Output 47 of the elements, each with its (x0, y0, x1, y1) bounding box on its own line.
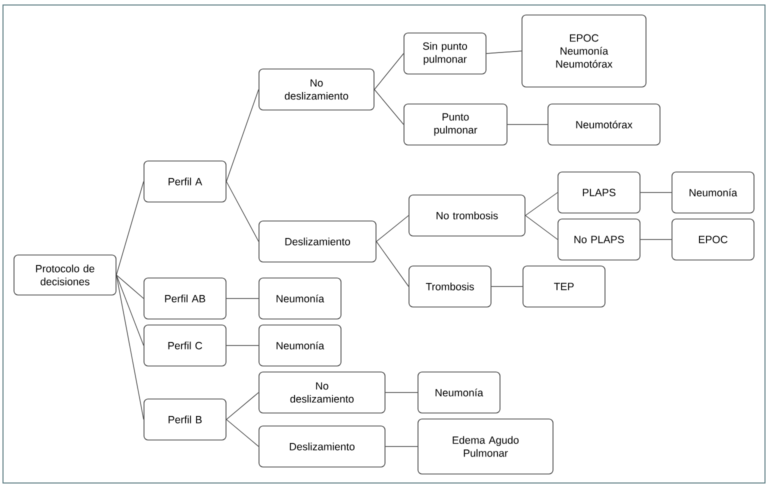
decision-box: Protocolo de decisiones (14, 254, 116, 296)
decision-box: Neumonía (672, 172, 754, 214)
connector-line (525, 215, 558, 240)
decision-box: No deslizamiento (258, 68, 374, 110)
decision-box: No PLAPS (558, 218, 640, 260)
connector-line (640, 239, 672, 240)
decision-box: Perfil AB (144, 278, 226, 320)
connector-line (640, 192, 672, 193)
decision-box: Neumonía (258, 324, 342, 366)
decision-box: Neumonía (418, 372, 500, 414)
decision-box: Neumotórax (548, 104, 660, 146)
decision-box: Deslizamiento (258, 220, 376, 262)
decision-box: Perfil B (144, 398, 226, 440)
connector-line (226, 298, 259, 299)
connector-line (491, 286, 523, 287)
decision-box: Deslizamiento (258, 426, 386, 468)
connector-line (507, 124, 548, 125)
decision-box: PLAPS (558, 172, 640, 214)
connector-line (226, 392, 259, 420)
decision-box: Edema Agudo Pulmonar (418, 418, 554, 474)
decision-box: No deslizamiento (258, 372, 386, 414)
connector-line (116, 274, 144, 420)
connector-line (226, 419, 259, 447)
decision-box: Neumonía (258, 278, 342, 320)
decision-box: Trombosis (408, 266, 492, 308)
connector-line (525, 192, 558, 216)
connector-line (385, 392, 418, 393)
connector-line (116, 274, 144, 299)
connector-line (116, 274, 144, 346)
connector-line (376, 215, 409, 242)
decision-box: Sin punto pulmonar (404, 32, 486, 74)
connector-line (116, 181, 144, 276)
connector-line (486, 50, 522, 54)
connector-line (226, 345, 259, 346)
connector-line (374, 89, 404, 125)
decision-box: EPOC Neumonía Neumotórax (522, 14, 646, 88)
connector-line (226, 89, 259, 182)
connector-line (226, 181, 259, 242)
connector-line (385, 446, 418, 447)
decision-box: EPOC (672, 218, 754, 260)
decision-box: No trombosis (408, 194, 526, 236)
connector-line (374, 53, 404, 90)
decision-box: Perfil A (144, 160, 226, 202)
connector-line (376, 241, 409, 287)
decision-box: Punto pulmonar (404, 104, 508, 146)
decision-box: TEP (522, 266, 606, 308)
decision-box: Perfil C (144, 324, 226, 366)
